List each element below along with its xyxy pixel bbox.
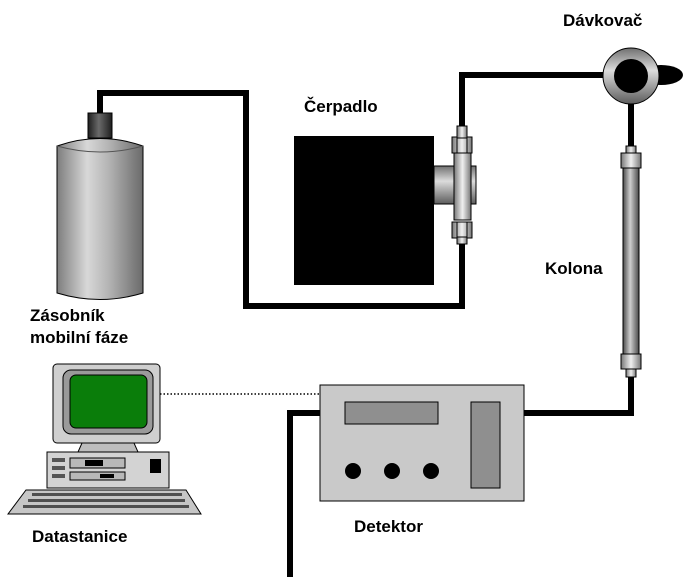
detector-side-panel: [470, 401, 501, 489]
detector-display: [344, 401, 439, 425]
pump-label: Čerpadlo: [304, 97, 378, 116]
detector-knob: [345, 463, 361, 479]
column-bottom-fitting: [620, 353, 642, 370]
column-label: Kolona: [545, 259, 603, 278]
pump-head-shaft: [453, 149, 472, 221]
drive-slot: [52, 458, 65, 462]
pump: [294, 125, 477, 285]
drive-slot: [52, 474, 65, 478]
monitor-screen: [69, 374, 148, 429]
tube-detector-waste: [287, 410, 320, 577]
data-station-label: Datastanice: [32, 527, 128, 546]
pump-body: [294, 136, 434, 285]
computer: [7, 363, 202, 515]
reservoir-cap: [87, 112, 113, 139]
tube-reservoir-to-pump: [97, 90, 465, 309]
drive-slot: [52, 466, 65, 470]
reservoir-label-line1: Zásobník: [30, 306, 105, 325]
pump-outlet-fitting: [451, 136, 473, 154]
detector-label: Detektor: [354, 517, 423, 536]
pump-inlet-fitting: [451, 221, 473, 239]
injector-knob: [614, 59, 648, 93]
reservoir-cylinder: [56, 138, 144, 300]
mobile-phase-reservoir: [56, 112, 144, 300]
monitor-stand: [77, 442, 139, 453]
column: [620, 145, 642, 378]
keyboard-keys: [23, 493, 189, 508]
detector: [319, 384, 525, 502]
power-button: [150, 459, 161, 473]
reservoir-label-line2: mobilní fáze: [30, 328, 129, 347]
detector-knob: [384, 463, 400, 479]
tube-column-to-detector: [524, 376, 634, 416]
tubing: [97, 72, 634, 577]
detector-knob: [423, 463, 439, 479]
tube-pump-to-dispenser: [459, 72, 606, 128]
column-top-fitting: [620, 152, 642, 169]
column-tube: [622, 167, 640, 355]
injector: [602, 47, 683, 105]
dispenser-label: Dávkovač: [563, 11, 643, 30]
